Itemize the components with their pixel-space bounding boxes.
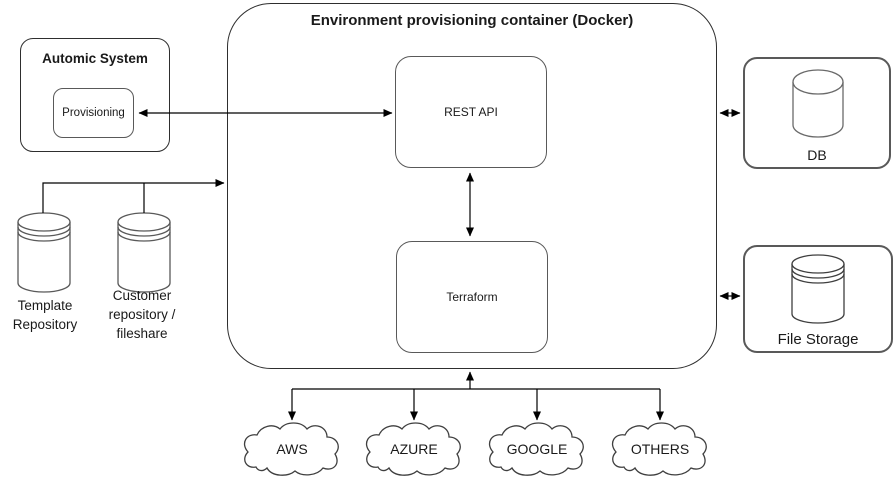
- cloud-label-azure: AZURE: [390, 441, 438, 457]
- cloud-label-others: OTHERS: [630, 441, 690, 457]
- arrow-repositories-to-container: [42, 179, 225, 213]
- template-repository-cylinder-icon: [17, 212, 71, 293]
- rest-api-label: REST API: [444, 105, 498, 119]
- file-storage-label: File Storage: [777, 331, 859, 348]
- docker-container-title: Environment provisioning container (Dock…: [310, 12, 634, 29]
- provisioning-label: Provisioning: [62, 107, 125, 119]
- template-repository-label: Template Repository: [12, 298, 78, 332]
- customer-repository-label: Customer repository / fileshare: [108, 288, 176, 341]
- terraform-label: Terraform: [446, 290, 498, 304]
- customer-repository-cylinder-icon: [117, 212, 171, 293]
- cloud-label-google: GOOGLE: [506, 441, 568, 457]
- terraform-box: Terraform: [396, 241, 548, 353]
- db-label: DB: [807, 147, 827, 163]
- provisioning-box: Provisioning: [53, 88, 134, 138]
- cloud-label-aws: AWS: [276, 441, 308, 457]
- automic-system-title: Automic System: [42, 51, 148, 66]
- rest-api-box: REST API: [395, 56, 547, 168]
